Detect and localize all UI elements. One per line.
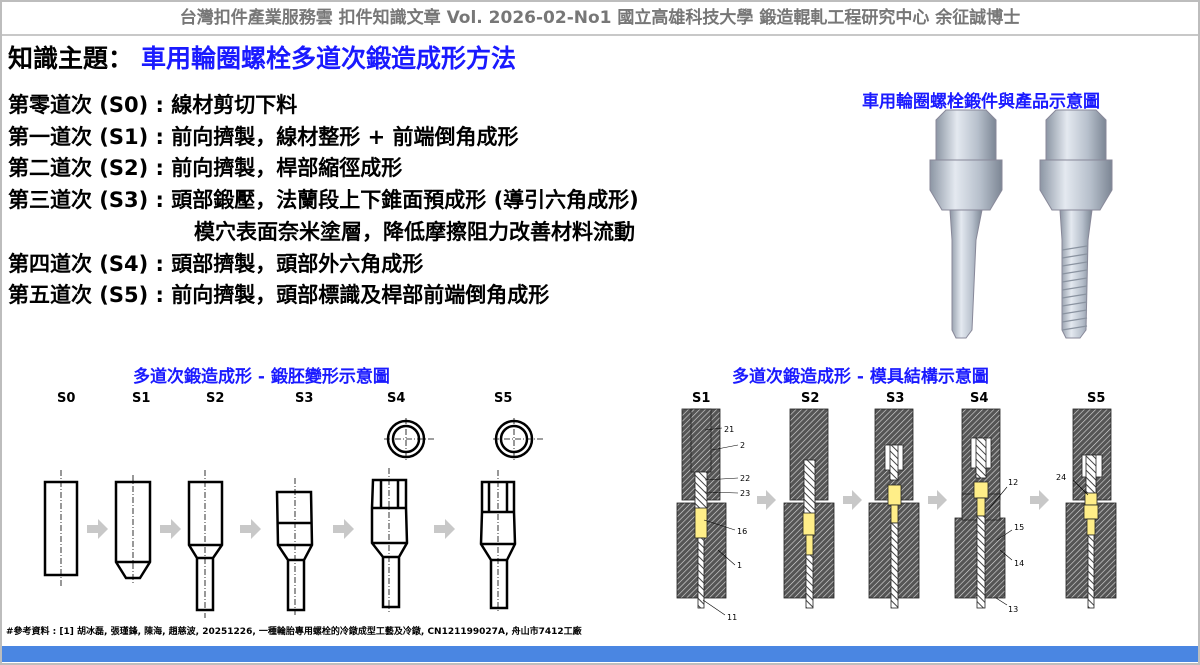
bolt-forging-image — [929, 109, 1003, 339]
topic-value: 車用輪圈螺栓多道次鍛造成形方法 — [141, 44, 517, 73]
blank-diagram-title: 多道次鍛造成形 - 鍛胚變形示意圖 — [133, 367, 390, 387]
product-caption: 車用輪圈螺栓鍛件與產品示意圖 — [862, 92, 1100, 112]
step-list: 第零道次 (S0) : 線材剪切下料 第一道次 (S1) : 前向擠製，線材整形… — [8, 90, 639, 312]
part-number: 15 — [1014, 523, 1024, 532]
step-s1: 第一道次 (S1) : 前向擠製，線材整形 + 前端倒角成形 — [8, 124, 519, 149]
step-s0: 第零道次 (S0) : 線材剪切下料 — [8, 93, 298, 117]
blank-stage-label: S5 — [494, 391, 513, 406]
reference-note: #參考資料 : [1] 胡冰磊, 張瑾鋒, 陳海, 趙慈波, 20251226,… — [6, 627, 582, 637]
arrow-right-icon — [843, 490, 862, 510]
part-number: 21 — [724, 425, 734, 434]
topic-heading: 知識主題：車用輪圈螺栓多道次鍛造成形方法 — [8, 44, 516, 74]
arrow-right-icon — [1030, 490, 1049, 510]
blank-s3 — [275, 490, 314, 612]
arrow-right-icon — [928, 490, 947, 510]
blank-stage-label: S1 — [132, 391, 151, 406]
blank-s1 — [114, 480, 152, 580]
arrow-right-icon — [757, 490, 776, 510]
part-number: 11 — [727, 613, 737, 622]
step-s4: 第四道次 (S4) : 頭部擠製，頭部外六角成形 — [8, 251, 424, 276]
bolt-product-image — [1039, 109, 1113, 339]
arrow-right-icon — [240, 519, 261, 539]
arrow-right-icon — [160, 519, 181, 539]
part-number: 16 — [737, 527, 747, 536]
footer-bar — [2, 646, 1198, 662]
step-s3: 第三道次 (S3) : 頭部鍛壓，法蘭段上下錐面預成形 (導引六角成形) — [8, 188, 639, 213]
part-number: 1 — [737, 561, 742, 570]
die-stage-label: S4 — [970, 391, 989, 406]
arrow-right-icon — [333, 519, 354, 539]
part-number: 14 — [1014, 559, 1024, 568]
part-number: 13 — [1008, 605, 1018, 614]
die-stage-label: S2 — [801, 391, 820, 406]
header-bar: 台灣扣件產業服務雲 扣件知識文章 Vol. 2026-02-No1 國立高雄科技… — [2, 2, 1198, 36]
step-s2: 第二道次 (S2) : 前向擠製，桿部縮徑成形 — [8, 156, 403, 181]
part-number: 12 — [1008, 478, 1018, 487]
blank-stage-label: S3 — [295, 391, 314, 406]
arrow-right-icon — [434, 519, 455, 539]
die-stage-label: S3 — [886, 391, 905, 406]
topic-label: 知識主題： — [8, 44, 134, 73]
blank-stage-label: S2 — [206, 391, 225, 406]
arrow-icons — [87, 519, 455, 539]
die-stage-label: S5 — [1087, 391, 1106, 406]
step-s5: 第五道次 (S5) : 前向擠製，頭部標識及桿部前端倒角成形 — [8, 283, 550, 308]
die-diagram-title: 多道次鍛造成形 - 模具結構示意圖 — [732, 367, 989, 387]
part-number: 23 — [740, 489, 750, 498]
part-number: 2 — [740, 441, 745, 450]
arrow-right-icon — [87, 519, 108, 539]
blank-s4 — [370, 478, 409, 609]
blank-stage-label: S4 — [387, 391, 406, 406]
part-number: 22 — [740, 474, 750, 483]
part-number: 24 — [1056, 473, 1066, 482]
step-s3-note: 模穴表面奈米塗層，降低摩擦阻力改善材料流動 — [194, 219, 635, 244]
blank-stage-label: S0 — [57, 391, 76, 406]
die-stage-label: S1 — [692, 391, 711, 406]
